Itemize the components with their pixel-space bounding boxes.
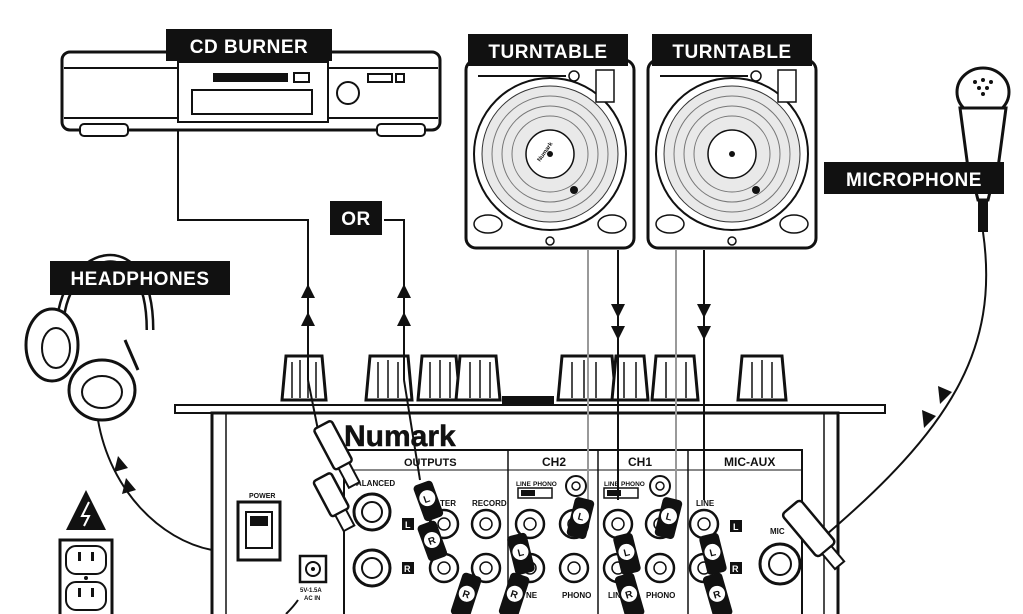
jack-label-record: RECORD bbox=[472, 499, 507, 508]
section-ch2: CH2 bbox=[542, 455, 566, 469]
ac-in-label-1: 5V-1.5A bbox=[300, 588, 322, 594]
label-headphones-text: HEADPHONES bbox=[70, 269, 209, 290]
mixer-brand: Numark bbox=[344, 420, 456, 453]
label-microphone-text: MICROPHONE bbox=[846, 170, 982, 191]
bottom-rca-plugs: R R L L L R L L R bbox=[450, 497, 733, 614]
label-or-text: OR bbox=[341, 209, 371, 230]
jack-label-balanced: ALANCED bbox=[356, 479, 395, 488]
arrow-hp-1 bbox=[114, 456, 128, 472]
turntable-left: Numark bbox=[464, 58, 636, 250]
switch-ch2-line: LINE bbox=[516, 481, 531, 488]
microphone bbox=[955, 66, 1011, 232]
cd-burner bbox=[60, 50, 442, 137]
section-outputs: OUTPUTS bbox=[404, 457, 457, 469]
ac-in-label-2: AC IN bbox=[304, 596, 320, 602]
plug-l-bottom-3: L bbox=[623, 547, 632, 559]
jack-label-phono-ch1: PHONO bbox=[646, 591, 675, 600]
jack-label-mic: MIC bbox=[770, 527, 785, 536]
turntable-right bbox=[646, 58, 818, 250]
plug-l-out: L bbox=[422, 494, 432, 506]
arrow-mic-1 bbox=[938, 386, 952, 404]
arrow-down-1 bbox=[611, 304, 625, 318]
channel-letter-r-mic: R bbox=[732, 564, 739, 574]
cables bbox=[97, 130, 988, 614]
channel-letter-r-outputs: R bbox=[404, 564, 411, 574]
switch-ch1-phono: PHONO bbox=[621, 481, 645, 488]
label-turntable-left-text: TURNTABLE bbox=[488, 42, 607, 63]
plug-l-bottom-1: L bbox=[517, 547, 526, 559]
knob-row bbox=[280, 354, 788, 404]
label-cd-burner: CD BURNER bbox=[166, 29, 332, 61]
arrow-down-2 bbox=[611, 326, 625, 340]
plug-l-bottom-2: L bbox=[576, 512, 585, 524]
arrow-up-3 bbox=[397, 284, 411, 298]
arrow-mic-2 bbox=[922, 410, 936, 428]
jack-label-line-mic: LINE bbox=[696, 499, 715, 508]
arrow-up-2 bbox=[301, 312, 315, 326]
jack-label-line-ch1: LIN bbox=[608, 591, 621, 600]
label-cd-burner-text: CD BURNER bbox=[190, 37, 309, 58]
plug-r-bottom-3: R bbox=[624, 589, 635, 602]
arrow-up-4 bbox=[397, 312, 411, 326]
channel-letter-l-mic: L bbox=[733, 522, 739, 532]
switch-ch2-phono: PHONO bbox=[533, 481, 557, 488]
wall-outlet bbox=[58, 490, 114, 614]
power-label: POWER bbox=[249, 493, 275, 500]
plugs: L R R R L L L R L bbox=[312, 420, 846, 614]
mixer: Numark OUTPUTS CH2 CH1 MIC-AUX ALANCED T… bbox=[174, 354, 886, 614]
switch-ch1-line: LINE bbox=[604, 481, 619, 488]
plug-r-bottom-4: R bbox=[712, 589, 723, 602]
plug-l-bottom-5: L bbox=[709, 547, 718, 559]
arrow-hp-2 bbox=[122, 478, 136, 494]
label-or: OR bbox=[330, 201, 382, 235]
section-ch1: CH1 bbox=[628, 455, 652, 469]
plug-r-bottom-1: R bbox=[461, 589, 472, 602]
channel-letter-l-outputs: L bbox=[405, 520, 411, 530]
label-headphones: HEADPHONES bbox=[50, 261, 230, 295]
arrow-up-1 bbox=[301, 284, 315, 298]
jack-label-phono-ch2: PHONO bbox=[562, 591, 591, 600]
label-turntable-right: TURNTABLE bbox=[652, 34, 812, 66]
label-turntable-right-text: TURNTABLE bbox=[672, 42, 791, 63]
jack-label-master: TER bbox=[440, 499, 456, 508]
label-microphone: MICROPHONE bbox=[824, 162, 1004, 194]
label-turntable-left: TURNTABLE bbox=[468, 34, 628, 66]
plug-r-bottom-2: R bbox=[509, 589, 520, 602]
arrow-down-3 bbox=[697, 304, 711, 318]
plug-l-bottom-4: L bbox=[664, 512, 673, 524]
signal-arrows bbox=[114, 284, 952, 494]
arrow-down-4 bbox=[697, 326, 711, 340]
plug-r-out: R bbox=[427, 535, 438, 548]
jack-label-line-ch2: NE bbox=[526, 591, 538, 600]
section-mic-aux: MIC-AUX bbox=[724, 455, 775, 469]
